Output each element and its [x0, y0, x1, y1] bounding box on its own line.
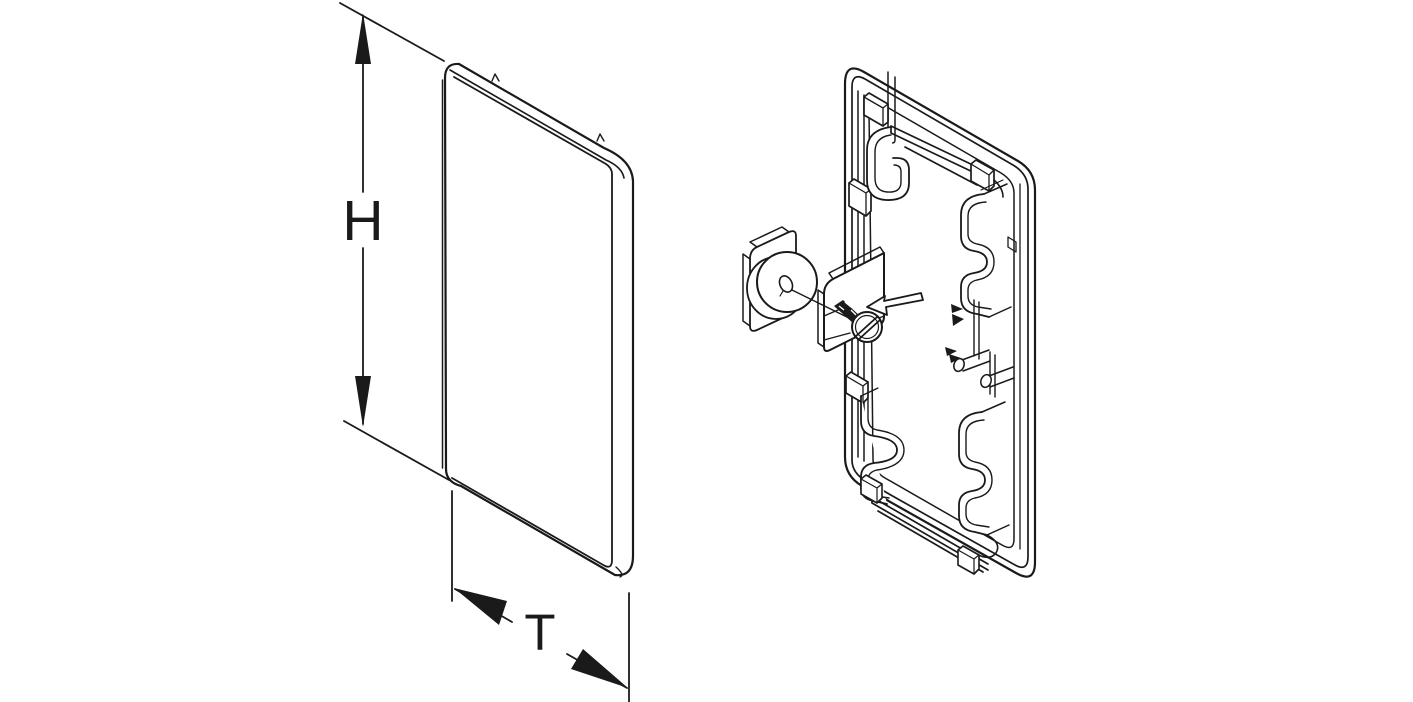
bottom-rail-lines: [871, 496, 989, 573]
assembly-arrow-icon-1a: [951, 304, 963, 313]
clip-lower-top-edge: [981, 401, 1006, 413]
dimension-arrow-down-icon: [355, 376, 371, 427]
clip-lower-inner: [965, 419, 993, 528]
wall-tab-small: [1007, 236, 1017, 253]
clip-wavy-top-edge: [860, 387, 879, 397]
screw-block-top-edge: [828, 246, 885, 280]
screw-thread-hatch: [838, 301, 857, 316]
thickness-dimension-label: T: [524, 604, 555, 661]
dimension-arrow-right-icon: [571, 649, 628, 688]
fixing-screw-assembly: [791, 246, 924, 352]
assembly-arrow-icon-1b: [952, 314, 964, 326]
dimension-arrow-left-icon: [454, 588, 507, 625]
extension-line-bottom: [343, 420, 450, 481]
plate-top-tick-1: [491, 73, 500, 82]
screw-head-rim: [854, 314, 880, 340]
tab-top-left-edges: [863, 96, 889, 127]
end-cap-back-view: [843, 67, 1037, 578]
bottom-rail-tab-left-edges: [860, 478, 883, 504]
extension-line-top: [339, 2, 445, 62]
peg-cylinder-2-end: [980, 373, 992, 389]
clip-lower-bottom-edge: [986, 524, 1010, 536]
assembly-direction-arrow-icon: [866, 292, 924, 316]
end-cap-front-view: [441, 62, 635, 578]
plate-top-tick-2: [596, 133, 605, 142]
clip-upper-top-edge: [983, 183, 1008, 195]
crossbar-tab-edges: [970, 163, 995, 192]
clip-serpentine-lower: [958, 401, 1010, 559]
clip-upper-bottom-edge: [988, 306, 1012, 318]
plate-face-edge: [451, 76, 613, 568]
bottom-rail-tab-right-edges: [957, 549, 980, 575]
height-dimension-label: H: [342, 189, 383, 253]
tab-top-left: [863, 92, 889, 127]
clip-upper-inner: [967, 201, 995, 310]
crossbar: [890, 125, 978, 186]
clip-hook-top-inner: [874, 134, 902, 193]
clip-hook-top: [866, 126, 910, 201]
cover-plate-silhouette: [443, 62, 635, 577]
screw-slot: [854, 316, 881, 341]
peg-cylinder-2: [988, 366, 1015, 388]
peg-stem-upper: [973, 299, 980, 360]
screw-block-left-edge: [817, 289, 825, 348]
clip-upper-face-line: [980, 179, 1004, 191]
peg-cylinder-1: [961, 349, 991, 372]
fixing-pegs: [945, 236, 1017, 398]
assembly-arrow-icon-2b: [949, 354, 961, 363]
plate-bottom-corner-facet: [615, 566, 623, 578]
height-dimension: H: [339, 2, 450, 481]
leader-line: [791, 289, 856, 322]
assembly-arrow-icon-2a: [945, 347, 957, 356]
peg-cylinder-1-end: [953, 357, 965, 373]
dimension-arrow-up-icon: [355, 13, 371, 64]
clip-serpentine-upper: [960, 179, 1012, 318]
thickness-dimension: T: [451, 490, 630, 702]
disc-base-left-edge: [742, 253, 751, 327]
disc-center-hole: [778, 275, 794, 293]
disc-face: [756, 251, 818, 313]
clip-lower-foot: [975, 534, 999, 559]
disc-base-top-edge: [749, 226, 790, 248]
disc-hole-tail: [779, 290, 784, 297]
crossbar-connector: [993, 179, 1004, 198]
bottom-rail: [860, 474, 989, 575]
plate-top-edge-strip: [449, 69, 625, 179]
back-rim-inner: [851, 75, 1029, 569]
retaining-disc: [742, 226, 818, 332]
